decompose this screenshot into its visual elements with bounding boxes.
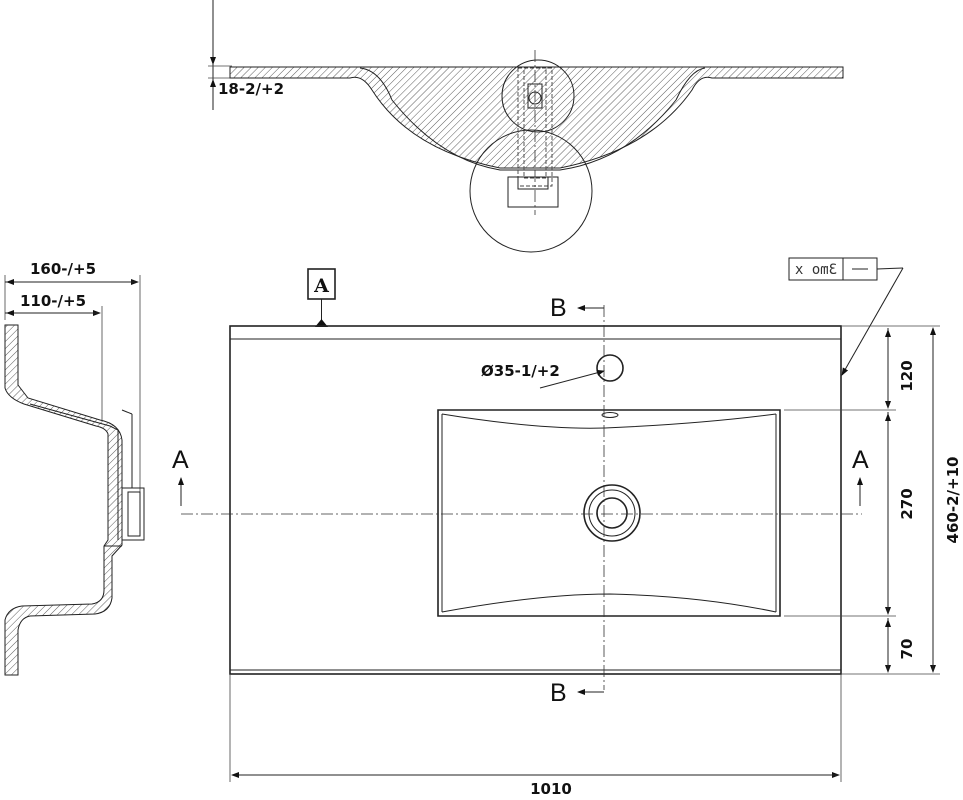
width-dimension: 1010 xyxy=(530,780,572,798)
side-profile-section xyxy=(4,324,123,676)
section-a-right-label: A xyxy=(852,446,869,474)
countertop-outline xyxy=(229,325,842,675)
section-view-b-b: 18-2/+2 xyxy=(208,0,844,253)
drain-detail-circle xyxy=(469,129,593,253)
section-b-top-label: B xyxy=(550,294,567,322)
hole-dimension: Ø35-1/+2 xyxy=(481,362,560,380)
depth-dimension: 460-2/+10 xyxy=(944,457,962,544)
section-a-left-label: A xyxy=(172,446,189,474)
drain-inner xyxy=(596,497,628,529)
section-view-a-a: 160-/+5 110-/+5 xyxy=(4,260,145,676)
thickness-dimension: 18-2/+2 xyxy=(218,80,284,98)
tap-hole xyxy=(596,354,624,382)
tap-detail-circle xyxy=(501,59,575,133)
side-total-dimension: 160-/+5 xyxy=(30,260,96,278)
width-dimension-group: 1010 xyxy=(229,674,842,798)
dim-70: 70 xyxy=(898,639,916,660)
side-bowl-dimension: 110-/+5 xyxy=(20,292,86,310)
plan-view: A 3mo x Ø35-1/+2 xyxy=(172,257,904,707)
section-b-bottom-label: B xyxy=(550,679,567,707)
basin-top-slab xyxy=(229,66,844,169)
dim-270: 270 xyxy=(898,488,916,519)
drain-outer xyxy=(583,484,641,542)
right-dimensions: 120 270 70 460-2/+10 xyxy=(784,325,962,675)
bowl-outline xyxy=(437,409,781,617)
datum-label: A xyxy=(313,275,329,297)
flatness-value: 3mo x xyxy=(795,262,837,278)
dim-120: 120 xyxy=(898,360,916,391)
overflow-slot xyxy=(601,412,619,418)
drain-fitting xyxy=(507,176,559,208)
